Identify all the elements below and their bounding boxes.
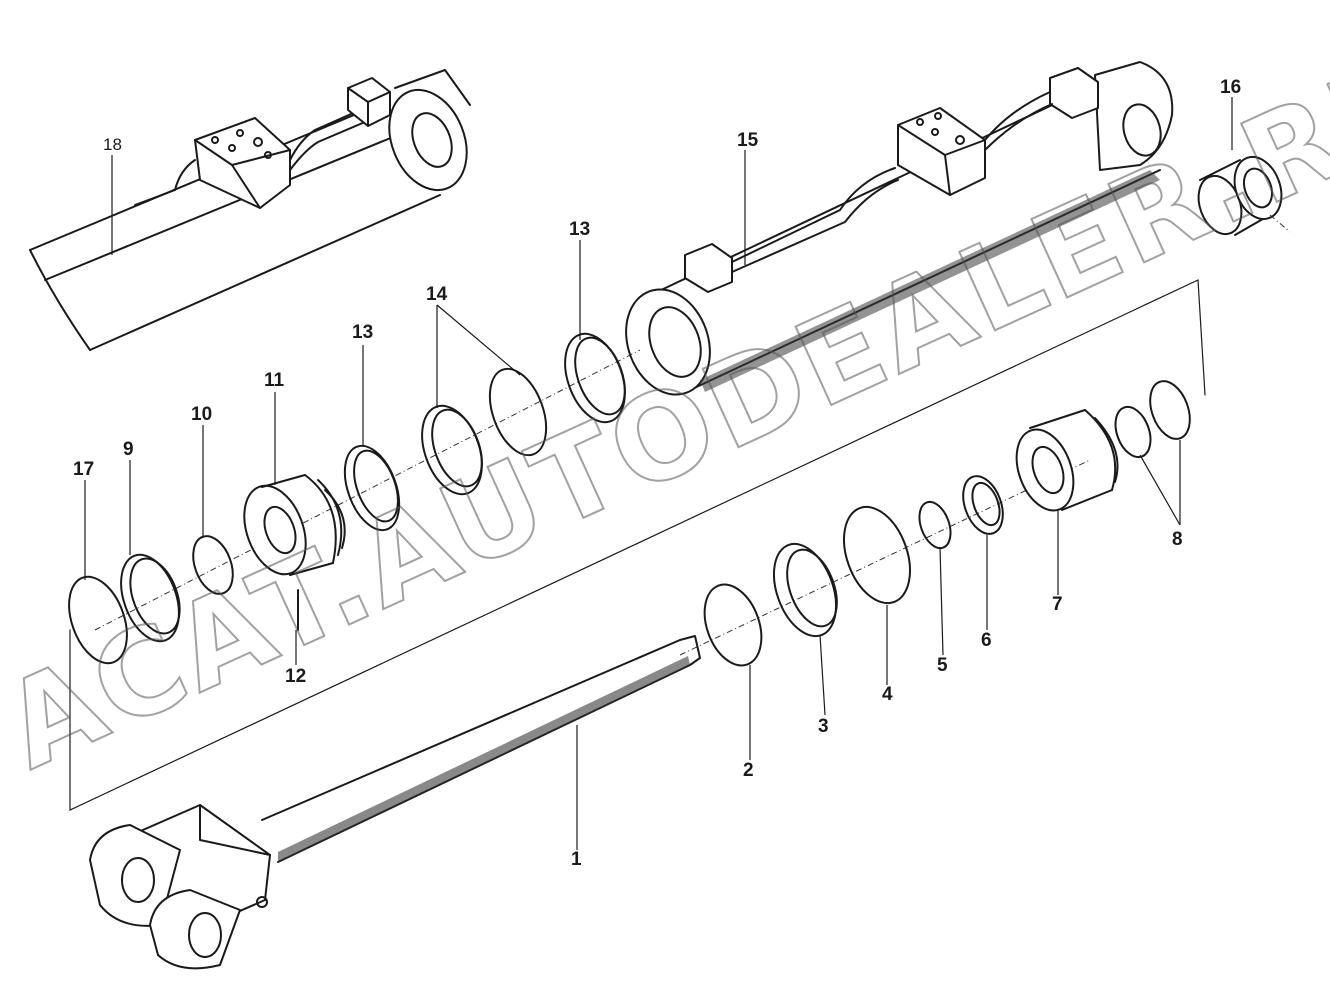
callout-8: 8 <box>1172 529 1183 550</box>
callout-13-upper: 13 <box>569 219 590 240</box>
part-14-ring-b <box>488 367 548 457</box>
part-5-ring <box>918 500 952 550</box>
part-7-gland <box>1015 409 1119 512</box>
callout-12: 12 <box>285 666 306 687</box>
callout-16: 16 <box>1220 77 1241 98</box>
callout-17: 17 <box>73 459 94 480</box>
part-18-cylinder-detail <box>29 69 471 351</box>
callout-15: 15 <box>737 130 759 151</box>
part-6-seal <box>962 475 1004 535</box>
part-16-bushing <box>1197 156 1291 236</box>
callout-10: 10 <box>191 404 212 425</box>
part-3-ring <box>772 542 838 638</box>
part-9-ring <box>120 553 180 643</box>
callout-4: 4 <box>882 684 893 705</box>
callout-labels: 1 2 3 4 5 6 7 8 9 10 11 12 13 13 14 15 1… <box>73 77 1241 870</box>
part-1-piston-rod <box>89 635 701 970</box>
part-8-ring-a <box>1114 405 1152 459</box>
part-15-cylinder-barrel <box>625 61 1174 396</box>
part-11-piston <box>243 474 346 631</box>
callout-1: 1 <box>571 849 582 870</box>
part-17-ring <box>68 575 128 665</box>
callout-14: 14 <box>426 284 448 305</box>
leader-lines <box>84 97 1233 850</box>
callout-13-lower: 13 <box>352 322 373 343</box>
part-4-o-ring <box>843 505 911 605</box>
callout-6: 6 <box>981 630 992 651</box>
callout-3: 3 <box>818 716 829 737</box>
callout-11: 11 <box>264 370 285 391</box>
callout-5: 5 <box>937 655 948 676</box>
callout-9: 9 <box>123 439 134 460</box>
callout-7: 7 <box>1052 594 1063 615</box>
callout-18: 18 <box>103 135 122 154</box>
lower-assembly-axis <box>679 459 1091 656</box>
callout-2: 2 <box>743 760 754 781</box>
upper-assembly-axis <box>94 349 641 631</box>
assembly-bracket-line <box>69 279 1206 811</box>
part-2-snap-ring <box>703 583 763 667</box>
part-8-ring-b <box>1149 380 1191 440</box>
